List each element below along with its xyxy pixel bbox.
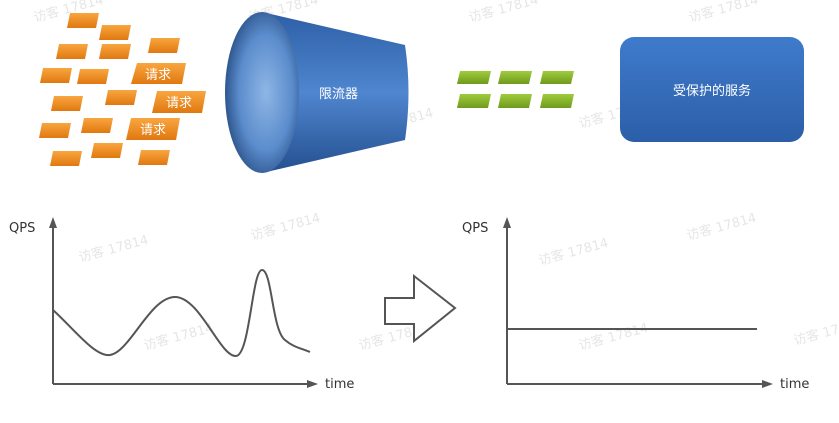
passed-block bbox=[457, 94, 491, 108]
watermark: 访客 17814 bbox=[685, 210, 758, 244]
watermark: 访客 17814 bbox=[142, 320, 215, 354]
right-arrow-icon bbox=[384, 273, 457, 344]
passed-requests bbox=[457, 71, 574, 108]
qps-curve-fluctuating bbox=[52, 268, 311, 358]
x-axis-arrow bbox=[762, 380, 773, 388]
request-label: 请求 bbox=[140, 123, 166, 138]
request-label: 请求 bbox=[145, 68, 171, 83]
passed-block bbox=[540, 71, 574, 84]
request-block bbox=[39, 123, 71, 138]
passed-block bbox=[540, 94, 574, 108]
watermark: 访客 17814 bbox=[249, 210, 322, 244]
limiter-label: 限流器 bbox=[319, 87, 358, 102]
protected-service-box: 受保护的服务 bbox=[620, 37, 804, 142]
request-block-labeled bbox=[131, 63, 186, 84]
watermark: 访客 17814 bbox=[77, 232, 150, 266]
rate-limiter-funnel: 限流器 bbox=[225, 12, 409, 173]
left-qps-chart bbox=[49, 217, 318, 388]
watermark: 访客 17814 bbox=[792, 315, 839, 349]
service-label: 受保护的服务 bbox=[673, 83, 751, 99]
right-x-label: time bbox=[780, 377, 809, 392]
request-block bbox=[91, 143, 123, 158]
request-block bbox=[56, 44, 88, 59]
passed-block bbox=[457, 71, 491, 84]
watermark: 访客 17814 bbox=[537, 235, 610, 269]
request-block-labeled bbox=[152, 91, 206, 113]
left-x-label: time bbox=[325, 377, 354, 392]
passed-block bbox=[498, 71, 532, 84]
request-block bbox=[148, 38, 180, 53]
request-label: 请求 bbox=[166, 96, 192, 111]
request-blocks bbox=[39, 13, 206, 166]
request-block bbox=[77, 69, 109, 84]
left-y-label: QPS bbox=[9, 221, 35, 236]
request-block bbox=[50, 151, 82, 166]
request-block bbox=[40, 68, 72, 83]
request-block bbox=[99, 44, 131, 59]
request-block bbox=[51, 96, 83, 111]
x-axis-arrow bbox=[307, 380, 318, 388]
passed-block bbox=[498, 94, 532, 108]
watermark: 访客 17814 bbox=[687, 0, 760, 26]
right-qps-chart bbox=[503, 217, 773, 388]
request-block-labeled bbox=[126, 118, 180, 140]
right-y-label: QPS bbox=[462, 221, 488, 236]
request-block bbox=[138, 150, 170, 165]
y-axis-arrow bbox=[49, 217, 57, 228]
y-axis-arrow bbox=[503, 217, 511, 228]
watermark: 访客 17814 bbox=[577, 320, 650, 354]
request-block bbox=[105, 90, 137, 105]
request-block bbox=[99, 25, 131, 40]
watermark: 访客 17814 bbox=[467, 0, 540, 26]
request-block bbox=[67, 13, 99, 28]
request-block bbox=[81, 118, 113, 133]
